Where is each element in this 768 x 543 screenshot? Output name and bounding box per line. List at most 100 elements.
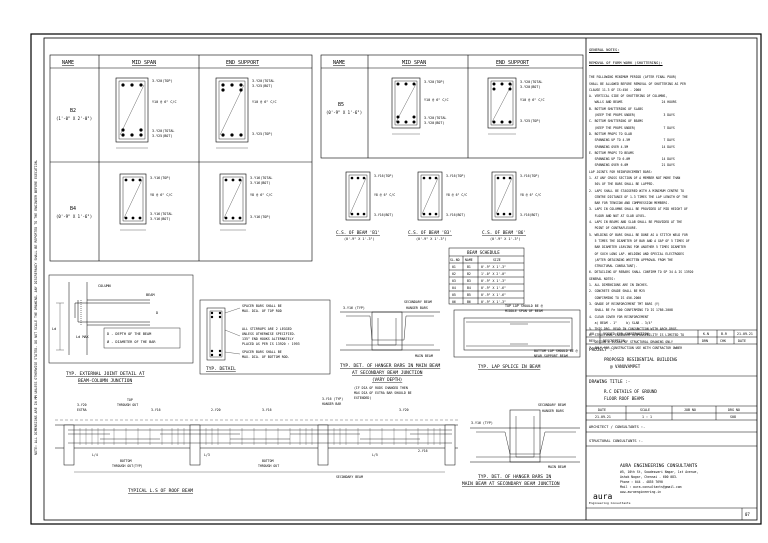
lsec-title: TYPICAL L.S OF ROOF BEAM (128, 488, 193, 494)
th-mid-mid: MID SPAN (402, 60, 426, 66)
meta-h-scale: SCALE (640, 408, 650, 412)
b4-end-bars (224, 178, 242, 220)
meta-h-date: DATE (598, 408, 606, 412)
td-note1: MAX. DIA. OF TOP ROD (242, 309, 282, 313)
schedule-cell: B3 (467, 279, 471, 283)
hv-label0: 3-Y16 (TYP) (343, 306, 365, 310)
architect-label: ARCHITECT / CONSULTANTS :- (589, 425, 645, 429)
note-line: 2. CONCRETE GRADE SHALL BE M25 (589, 289, 645, 294)
b2-name: B2 (70, 108, 76, 114)
schedule-cell: 05 (452, 293, 456, 297)
hm-label1: SECONDARY BEAM (538, 403, 566, 407)
td-title: TYP. DETAIL (206, 366, 236, 372)
note-line: 3. GRADE OF REINFORCEMENT TMT BARS (Y) (589, 301, 660, 306)
beam-table-mid (320, 54, 584, 159)
b4-end-top-label2: 3-Y16(BOT) (250, 181, 270, 185)
b5-end-top-label1: 3-Y20(TOTAL (520, 80, 542, 84)
schedule-cell: B1 (467, 265, 471, 269)
b4-mid-bot-label2: 3-Y16(BOT) (150, 217, 170, 221)
external-joint-detail (48, 274, 194, 364)
meta-h-drg: DRG NO (728, 408, 740, 412)
schedule-title: BEAM SCHEDULE (467, 250, 500, 255)
general-notes: GENERAL NOTES: REMOVAL OF FORM WORK (SHU… (589, 39, 755, 356)
hv-title2: AT SECONDARY BEAM JUNCTION (352, 370, 423, 376)
lsec-l12: L/5 (372, 453, 378, 457)
b4-end-stirrup-label: Y8 @ 6" C/C (250, 193, 272, 197)
note-line: SHALL BE Fe 500 CONFIRMING TO IS 1786-20… (589, 308, 673, 313)
ej-ld-label: Ld (52, 327, 56, 331)
b5-name: B5 (338, 102, 344, 108)
note-line: 2. LAPS SHALL BE STAGGERED WITH A MINIMU… (589, 188, 684, 193)
td-note7: MAX. DIA. OF BOTTOM ROD. (242, 355, 290, 359)
b5-mid-section (391, 77, 421, 135)
schedule-cell: B5 (467, 293, 471, 297)
consultant-addr0: #5, 10th St, Sowdeswari Nagar, 1st Avenu… (620, 470, 698, 474)
lsec-l18: (IF DIA OF RODS CHANGED THEN (354, 386, 408, 390)
note-line: 3. LAPS IN COLUMNS SHALL BE PROVIDED AT … (589, 207, 688, 212)
sheet-number: 07 (745, 512, 750, 517)
logo-sub: Engineering Consultants (589, 501, 631, 505)
structural-label: STRUCTURAL CONSULTANTS :- (589, 439, 643, 443)
logo-word: aura (593, 492, 612, 501)
schedule-cell: 06 (452, 300, 456, 304)
b5-mid-stirrup-label: Y10 @ 6" C/C (424, 98, 449, 102)
lsec-l6: BOTTOM (120, 459, 132, 463)
consultant-addr4: www.auraengineering.in (620, 490, 661, 494)
b5-end-bars (492, 82, 512, 124)
note-line: WALLS AND BEAMS 24 HOURS (589, 100, 677, 105)
note-line: 5. WELDING OF BARS SHALL BE DONE AS A ST… (589, 232, 688, 237)
lap-splice-detail (453, 309, 581, 358)
cs-b1-bot: 3-Y16(BOT) (374, 213, 393, 217)
note-line: SPANNING OVER 4.5M 14 DAYS (589, 144, 675, 149)
hv-title3: (VARY DEPTH) (372, 377, 402, 382)
note-line: (KEEP THE PROPS UNDER) 3 DAYS (589, 113, 675, 118)
note-line: OF SUCH LONG LAP. WELDING AND SPECIAL EL… (589, 251, 684, 256)
b2-end-stirrup-label: Y10 @ 6" C/C (252, 100, 277, 104)
cs-b3-top: 3-Y16(TOP) (446, 174, 465, 178)
schedule-cell: 02 (452, 272, 456, 276)
th-end-left: END SUPPORT (226, 60, 259, 66)
beam-schedule-table (448, 247, 525, 305)
note-line: GENERAL NOTES: (589, 276, 616, 281)
ej-ldmax-label: Ld MAX (76, 335, 90, 339)
schedule-rows: 01 B1 0'-9" X 1'-3" 02 B2 1'-0" X 2'-0" … (452, 265, 506, 304)
drawing-name2: FLOOR ROOF BEAMS (604, 396, 645, 401)
ej-title1: TYP. EXTERNAL JOINT DETAIL AT (66, 371, 145, 377)
b4-mid-top-label: 3-Y16(TOP) (150, 176, 170, 180)
long-section-roof-beam (55, 419, 458, 473)
note-line: FLOOR AND NOT AT SLAB LEVEL. (589, 213, 647, 218)
td-note3: UNLESS OTHERWISE SPECIFIED. (242, 332, 296, 336)
schedule-cell: B2 (467, 272, 471, 276)
cs-b6-size: (0'-9" X 1'-3") (490, 237, 521, 241)
cs-b1-title: C.S. OF BEAM 'B1' (336, 230, 380, 236)
ej-note2: Ø - DIAMETER OF THE BAR (107, 339, 156, 344)
note-line: C. BOTTOM SHUTTERING OF BEAMS (589, 119, 644, 124)
b2-mid-section (115, 77, 149, 149)
b4-mid-bot-label1: 3-Y16(TOTAL (150, 212, 172, 216)
cs-b3-size: (0'-9" X 1'-3") (416, 237, 447, 241)
schedule-cell: 1'-0" X 2'-0" (481, 272, 506, 276)
cs-b6-stir: Y8 @ 6" C/C (520, 193, 541, 197)
schedule-cell: B6 (467, 300, 471, 304)
b4-end-bot-label: 3-Y16(TOP) (250, 215, 270, 219)
th-name-left: NAME (62, 60, 74, 66)
note-line: CENTRE DISTANCE OF 1.3 TIMES THE LAP LEN… (589, 194, 688, 199)
b5-end-section (487, 77, 517, 135)
td-note5: PLACED AS PER IS 13920 : 1993 (242, 342, 300, 346)
note-line: BAR FOR TENSION AND COMPRESSION MEMBERS. (589, 201, 670, 206)
rev-h-chk: CHK (720, 339, 726, 343)
lsec-l1: EXTRA (77, 408, 87, 412)
lsec-l13: 3-Y16 (262, 408, 272, 412)
cs-b3-bars (422, 176, 438, 216)
meta-drg: S08 (730, 415, 736, 419)
lsec-l8: BOTTOM (262, 459, 274, 463)
cs-b6-bot: 3-Y16(BOT) (520, 213, 539, 217)
b2-end-section (215, 77, 249, 149)
th-name-mid: NAME (333, 60, 345, 66)
note-line: POINT OF CONTRAFLEXURE. (589, 226, 638, 231)
note-line: 7. ONLY FOR CONSTRUCTION USE WITH CONTRA… (589, 346, 683, 351)
b5-end-stirrup-label: Y10 @ 6" C/C (520, 98, 545, 102)
note-line: 4. CLEAR COVER FOR REINFORCEMENT (589, 314, 649, 319)
rev-no: 00 (590, 332, 594, 336)
cs-b3-stir: Y8 @ 6" C/C (446, 193, 467, 197)
